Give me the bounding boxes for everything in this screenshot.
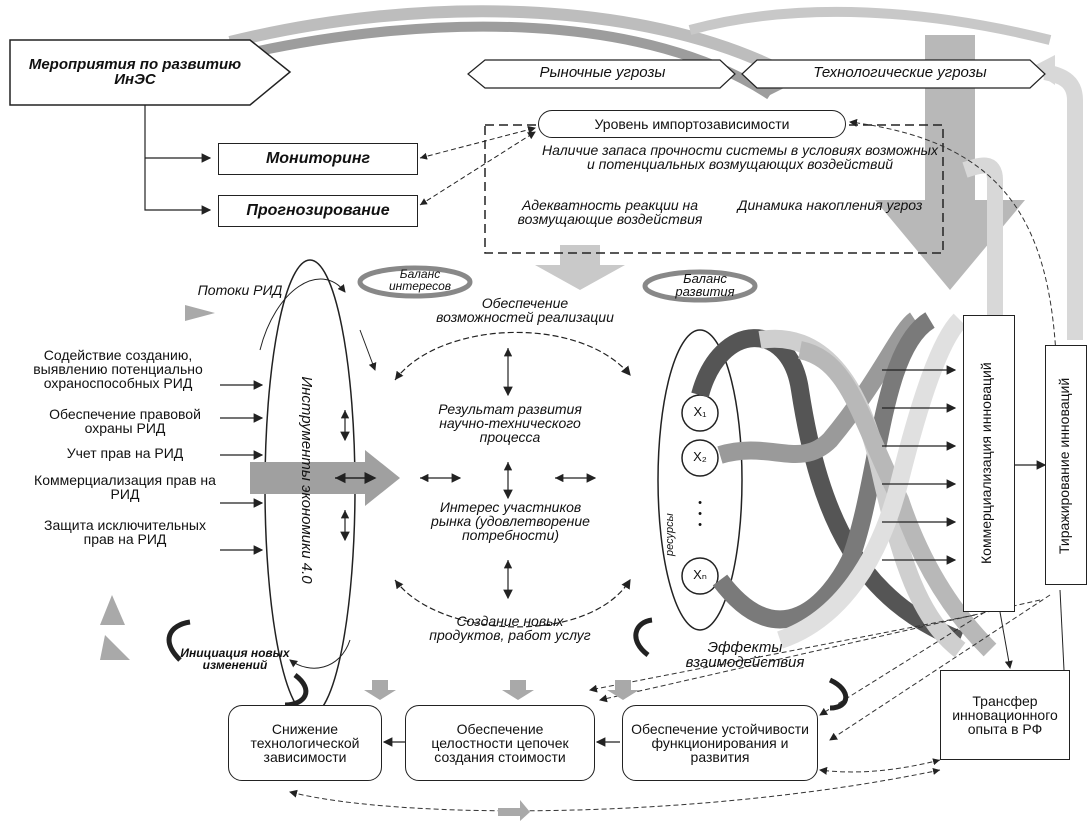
- transfer-label: Трансфер инновационного опыта в РФ: [952, 693, 1058, 737]
- monitoring-box[interactable]: Мониторинг: [218, 143, 418, 175]
- replication-label: Тиражирование инноваций: [1056, 377, 1072, 555]
- loop-top: [259, 278, 346, 351]
- input-label-4: Коммерциализация прав на РИД: [34, 472, 216, 502]
- rise-band-1: [962, 157, 1003, 320]
- grey-down-2: [502, 680, 534, 700]
- loop-bottom: [289, 639, 351, 669]
- interest-label: Интерес участников рынка (удовлетворение…: [431, 499, 590, 543]
- init-curl-1: [166, 619, 191, 662]
- top-arc-3: [688, 6, 1052, 45]
- balance-interests-label: Баланс интересов: [388, 267, 452, 293]
- resources-ellipse: [657, 329, 743, 631]
- flows-arrow: [185, 305, 215, 321]
- import-level-label: Уровень импортозависимости: [594, 116, 790, 132]
- comm-to-transfer: [999, 611, 1013, 669]
- input-label-2: Обеспечение правовой охраны РИД: [49, 406, 201, 436]
- dynamics-label: Динамика накопления угроз: [737, 197, 923, 213]
- grey-bottom-arrow: [498, 800, 530, 821]
- result-label: Результат развития научно-технического п…: [438, 401, 582, 445]
- big-right-arrow: [250, 450, 400, 506]
- reduction-label: Снижение технологической зависимости: [250, 721, 360, 765]
- resource-dots: • • •: [698, 497, 702, 531]
- balance-development-label: Баланс развития: [675, 271, 735, 299]
- dash-2: [829, 594, 1051, 741]
- measures-shape: [9, 39, 292, 106]
- tech-threats-label: Технологические угрозы: [813, 64, 987, 81]
- initiation-label: Инициация новых изменений: [180, 646, 290, 672]
- creation-label: Создание новых продуктов, работ услуг: [429, 613, 591, 643]
- band-mid-1: [717, 312, 921, 464]
- commercialization-label: Коммерциализация инноваций: [978, 362, 994, 565]
- rise-band-2: [1043, 64, 1083, 340]
- xn-circle: [681, 557, 719, 595]
- strength-label: Наличие запаса прочности системы в услов…: [542, 142, 938, 172]
- measures-title: Мероприятия по развитию ИнЭС: [28, 56, 242, 88]
- x1-label: X₁: [693, 404, 707, 419]
- balance-interests-swirl: [357, 265, 473, 299]
- provision-label: Обеспечение возможностей реализации: [436, 295, 614, 325]
- input-label-5: Защита исключительных прав на РИД: [44, 517, 206, 547]
- integrity-label: Обеспечение целостности цепочек создания…: [431, 721, 569, 765]
- bottom-loop: [289, 767, 941, 812]
- x2-circle: [681, 439, 719, 477]
- input-label-1: Содействие созданию, выявлению потенциал…: [33, 347, 203, 391]
- market-threats-label: Рыночные угрозы: [539, 64, 666, 81]
- bottom-loop-2: [819, 758, 941, 775]
- link-forecast: [419, 131, 536, 206]
- init-curl-2: [284, 673, 309, 708]
- market-threats-shape: [467, 59, 736, 89]
- stability-box[interactable]: Обеспечение устойчивости функционировани…: [622, 705, 818, 781]
- instruments-label: Инструменты экономики 4.0: [298, 376, 315, 584]
- replication-box[interactable]: Тиражирование инноваций: [1045, 345, 1087, 585]
- forecasting-label: Прогнозирование: [246, 202, 390, 219]
- down-arrow-middle: [535, 245, 625, 290]
- effects-label: Эффекты взаимодействия: [685, 639, 805, 671]
- tech-threats-shape: [741, 59, 1046, 89]
- center-arc-bottom: [394, 578, 631, 628]
- top-arc-1: [228, 5, 783, 76]
- dash-4: [599, 599, 1041, 703]
- band-light-3: [776, 313, 967, 649]
- import-level-box[interactable]: Уровень импортозависимости: [538, 110, 846, 138]
- stability-label: Обеспечение устойчивости функционировани…: [631, 721, 809, 765]
- resources-label: ресурсы: [664, 513, 676, 557]
- effects-curl-1: [633, 617, 653, 657]
- center-arc-top: [394, 331, 631, 381]
- grey-down-3: [607, 680, 639, 700]
- commercialization-box[interactable]: Коммерциализация инноваций: [963, 315, 1015, 612]
- forecasting-box[interactable]: Прогнозирование: [218, 195, 418, 227]
- input-label-3: Учет прав на РИД: [66, 445, 184, 461]
- flows-label: Потоки РИД: [197, 282, 283, 298]
- rise-band-head: [1030, 55, 1055, 85]
- left-triangle-2: [100, 635, 130, 660]
- reduction-box[interactable]: Снижение технологической зависимости: [228, 705, 382, 781]
- transfer-box[interactable]: Трансфер инновационного опыта в РФ: [940, 670, 1070, 760]
- xn-label: Xₙ: [693, 567, 707, 582]
- x2-label: X₂: [693, 449, 707, 464]
- monitoring-label: Мониторинг: [265, 150, 371, 167]
- dash-3: [589, 614, 976, 693]
- left-triangle-1: [100, 595, 125, 625]
- band-mid-2: [712, 312, 936, 629]
- tree-to-forecast: [144, 105, 212, 215]
- balance-development-swirl: [642, 269, 758, 303]
- band-dark: [691, 329, 964, 649]
- ellipse-arrow-3: [359, 329, 377, 371]
- integrity-box[interactable]: Обеспечение целостности цепочек создания…: [405, 705, 595, 781]
- adequacy-label: Адекватность реакции на возмущающие возд…: [517, 197, 703, 227]
- effects-curl-2: [828, 677, 849, 711]
- grey-down-1: [364, 680, 396, 700]
